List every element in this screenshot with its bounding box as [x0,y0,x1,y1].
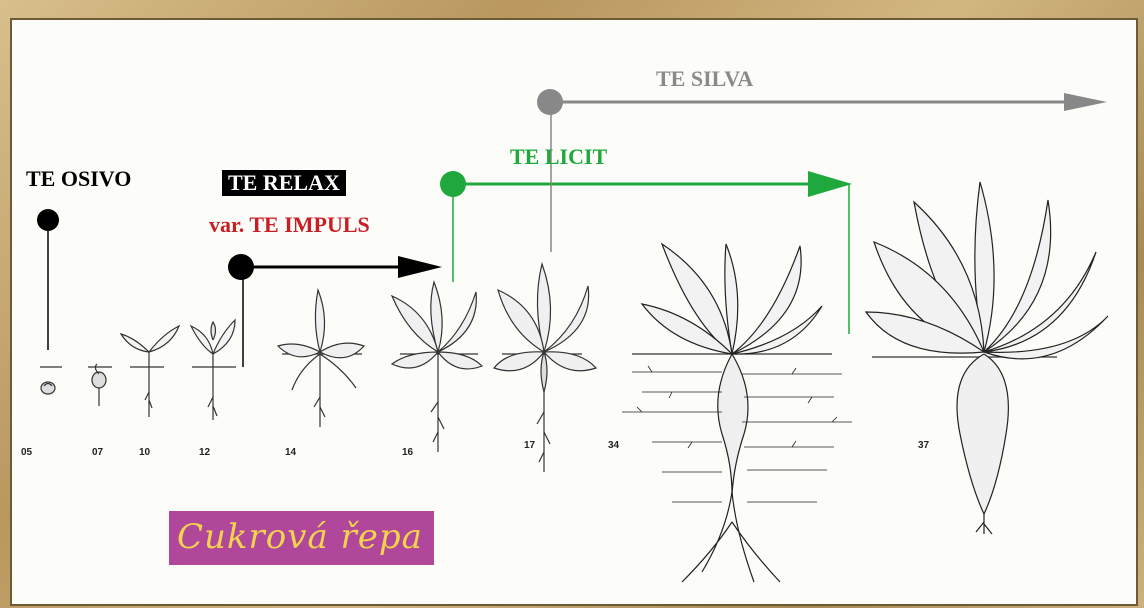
timeline-drawing [37,89,1109,583]
plant-stage-14 [276,287,366,427]
te-osivo-marker [37,209,59,350]
stage-label: 17 [524,440,536,451]
plant-stage-17 [493,261,598,472]
label-te-impuls: var. TE IMPULS [209,212,370,237]
label-te-relax: TE RELAX [222,170,346,196]
label-te-silva: TE SILVA [656,66,754,91]
title-cukrova-repa: Cukrová řepa [177,517,423,557]
te-licit-arrow [440,171,852,334]
plant-stage-12 [189,318,236,420]
stage-label: 07 [92,447,104,458]
stage-label: 12 [199,447,211,458]
stage-label: 16 [402,447,414,458]
stage-label: 14 [285,447,297,458]
diagram-panel: TE OSIVO TE RELAX var. TE IMPULS TE LICI… [10,18,1138,606]
title-box: Cukrová řepa [169,511,434,565]
stage-label: 34 [608,440,620,451]
plant-stage-10 [119,324,181,417]
plant-stage-37 [864,181,1109,535]
te-silva-arrow [537,89,1107,252]
stage-label: 37 [918,440,930,451]
stage-label: 10 [139,447,151,458]
plant-stage-16 [390,280,484,452]
plant-stage-07 [91,363,107,406]
stage-label: 05 [21,447,33,458]
label-te-licit: TE LICIT [510,144,608,169]
plant-stage-05 [40,381,56,395]
plant-stage-34 [622,242,852,583]
te-relax-arrow [228,254,442,367]
label-te-osivo: TE OSIVO [26,166,132,191]
